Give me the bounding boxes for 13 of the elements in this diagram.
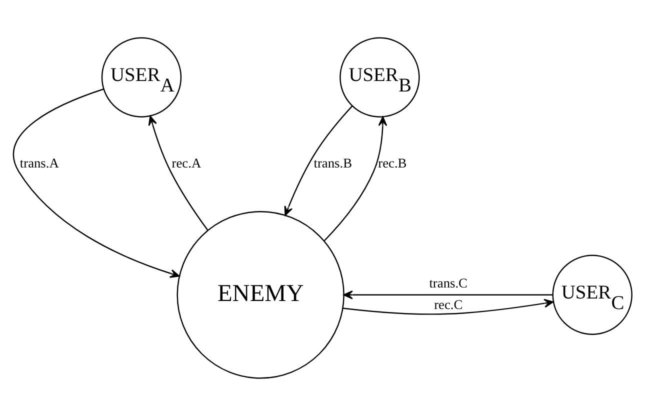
arrow	[12, 88, 180, 278]
edge-label: trans.C	[429, 274, 468, 290]
arrow	[324, 116, 388, 241]
edge-label: trans.A	[20, 155, 59, 170]
arrow	[343, 290, 553, 299]
node-circle: ENEMY	[176, 210, 344, 378]
arrow	[284, 105, 353, 216]
arrow	[148, 115, 208, 230]
edge-label: rec.C	[434, 296, 463, 312]
edge-label: trans.B	[314, 155, 352, 170]
edge-label: rec.B	[378, 155, 407, 170]
arrow	[342, 298, 554, 314]
edge-label: rec.A	[172, 155, 202, 170]
